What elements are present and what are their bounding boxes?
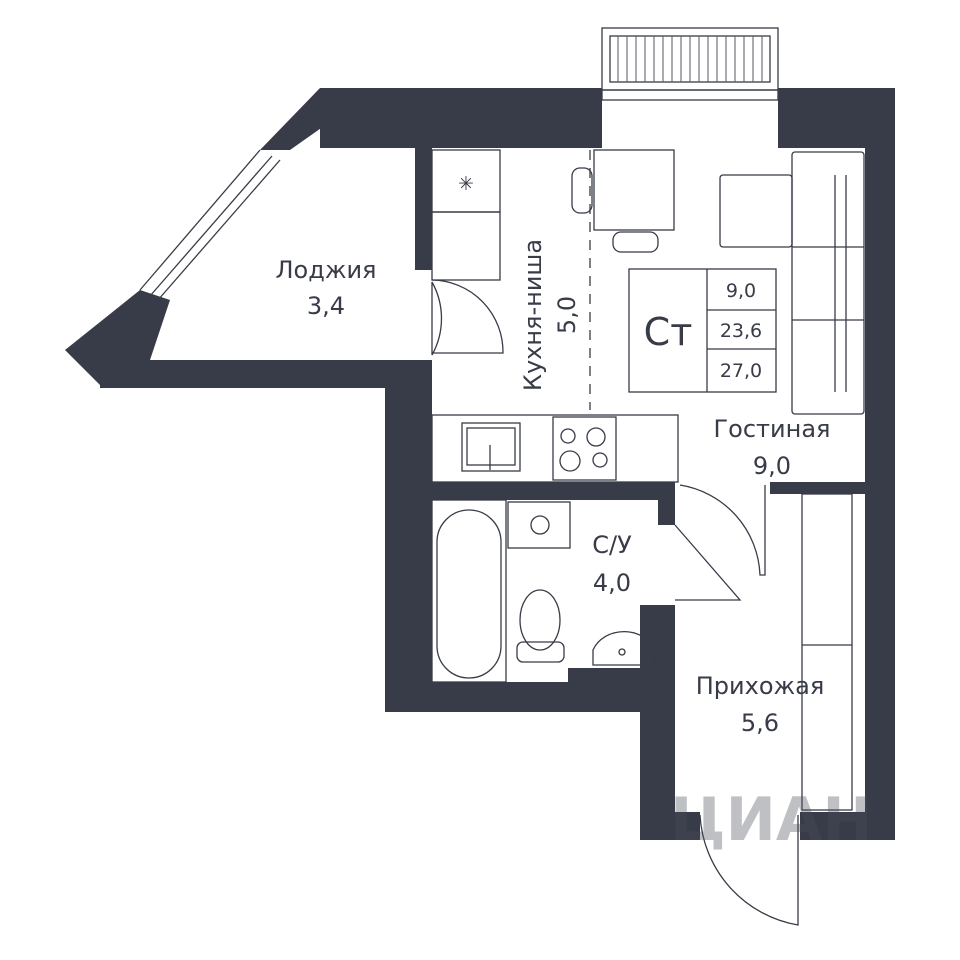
room-kitchen-name: Кухня-ниша (519, 239, 547, 391)
apartment-type: Ст (644, 310, 693, 354)
walls (65, 88, 895, 840)
fridge-snowflake-icon: ✳ (458, 173, 474, 195)
living-area-value: 9,0 (726, 280, 756, 302)
room-loggia-name: Лоджия (276, 256, 377, 284)
room-loggia-area: 3,4 (307, 292, 345, 320)
doors (431, 279, 799, 926)
watermark: ЦИАН (670, 785, 873, 855)
balcony-railing (601, 27, 779, 101)
room-bathroom-area: 4,0 (593, 569, 631, 597)
room-bathroom-name: С/У (592, 531, 632, 559)
hall-closet (801, 493, 853, 811)
total-area-value: 27,0 (720, 360, 762, 382)
room-kitchen-area: 5,0 (553, 296, 581, 334)
bathroom-fixtures (431, 499, 656, 683)
loggia-window (139, 149, 281, 301)
kitchen-furniture: ✳ (431, 149, 679, 483)
room-hall-area: 5,6 (741, 709, 779, 737)
total-area-no-loggia: 23,6 (720, 320, 762, 342)
living-furniture (628, 151, 865, 415)
room-living-area: 9,0 (753, 452, 791, 480)
room-hall-name: Прихожая (696, 672, 825, 700)
room-living-name: Гостиная (714, 415, 831, 443)
